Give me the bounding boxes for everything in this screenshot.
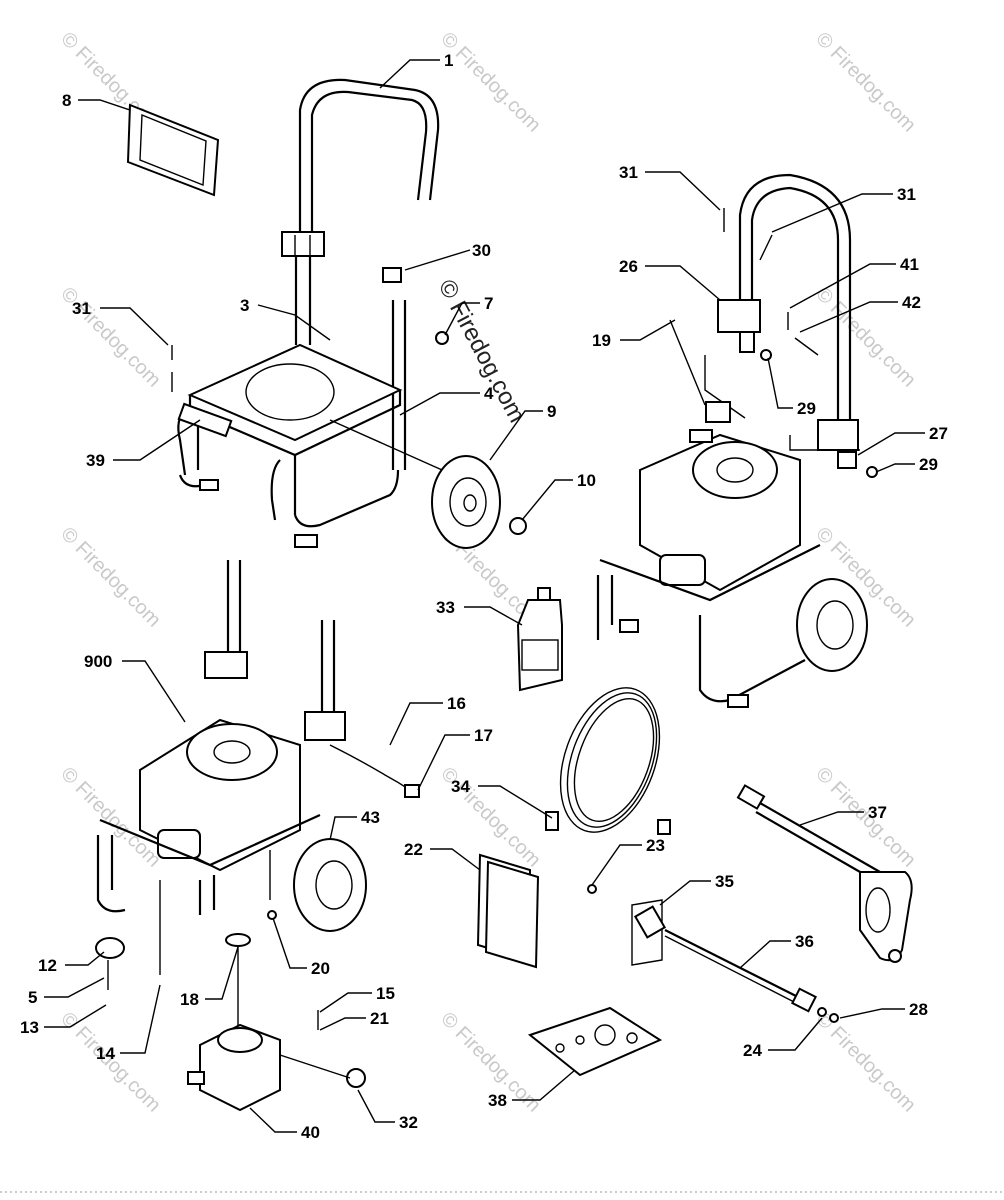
callout-label: 16: [447, 694, 466, 713]
repair-kit: [527, 1006, 663, 1077]
engine-frame-assembly: [596, 173, 878, 708]
callout-label: 21: [370, 1009, 389, 1028]
callout-label: 40: [301, 1123, 320, 1142]
pump-engine-assembly: [95, 560, 420, 1112]
owners-manual: [476, 853, 540, 969]
callout-label: 27: [929, 424, 948, 443]
callout-label: 4: [484, 384, 494, 403]
callout-label: 28: [909, 1000, 928, 1019]
callout-label: 33: [436, 598, 455, 617]
callout-label: 18: [180, 990, 199, 1009]
watermark-text: © Firedog.com: [56, 523, 165, 632]
callout-label: 32: [399, 1113, 418, 1132]
pump: [187, 1023, 281, 1112]
watermark-text: © Firedog.com: [811, 28, 920, 137]
callout-label: 42: [902, 293, 921, 312]
callout-labels: 1 8 30 3 7 31 4 9 39 10 31 31 26 41 42 1…: [20, 51, 948, 1142]
callout-label: 29: [919, 455, 938, 474]
callout-label: 8: [62, 91, 71, 110]
watermark-center-text: © Firedog.com: [433, 275, 531, 427]
callout-label: 19: [592, 331, 611, 350]
engine: [639, 429, 801, 592]
engine: [139, 718, 301, 872]
callout-label: 900: [84, 652, 112, 671]
callout-label: 30: [472, 241, 491, 260]
callout-label: 26: [619, 257, 638, 276]
callout-label: 29: [797, 399, 816, 418]
callout-label: 31: [619, 163, 638, 182]
callout-label: 37: [868, 803, 887, 822]
callout-label: 12: [38, 956, 57, 975]
callout-label: 5: [28, 988, 37, 1007]
callout-label: 41: [900, 255, 919, 274]
frame-assembly: [126, 78, 527, 549]
oil-bottle: [516, 587, 563, 692]
callout-label: 20: [311, 959, 330, 978]
accessories: [476, 587, 913, 1077]
callout-label: 31: [897, 185, 916, 204]
watermark-text: © Firedog.com: [811, 1008, 920, 1117]
watermark-text: © Firedog.com: [436, 28, 545, 137]
callout-label: 39: [86, 451, 105, 470]
callout-label: 3: [240, 296, 249, 315]
wheel: [431, 455, 501, 549]
callout-label: 23: [646, 836, 665, 855]
callout-label: 14: [96, 1044, 115, 1063]
callout-label: 35: [715, 872, 734, 891]
callout-label: 36: [795, 932, 814, 951]
callout-label: 7: [484, 294, 493, 313]
callout-label: 34: [451, 777, 470, 796]
callout-label: 43: [361, 808, 380, 827]
callout-label: 15: [376, 984, 395, 1003]
callout-label: 31: [72, 299, 91, 318]
callout-label: 1: [444, 51, 453, 70]
callout-label: 24: [743, 1041, 762, 1060]
callout-label: 22: [404, 840, 423, 859]
callout-label: 17: [474, 726, 493, 745]
callout-label: 13: [20, 1018, 39, 1037]
callout-label: 9: [547, 402, 556, 421]
watermark-text: © Firedog.com: [811, 763, 920, 872]
callout-label: 10: [577, 471, 596, 490]
high-pressure-hose: [545, 687, 671, 835]
callout-label: 38: [488, 1091, 507, 1110]
control-panel: [126, 103, 220, 197]
spray-lance: [631, 899, 839, 1023]
leader-lines: [44, 59, 925, 1133]
spray-gun: [736, 784, 913, 963]
